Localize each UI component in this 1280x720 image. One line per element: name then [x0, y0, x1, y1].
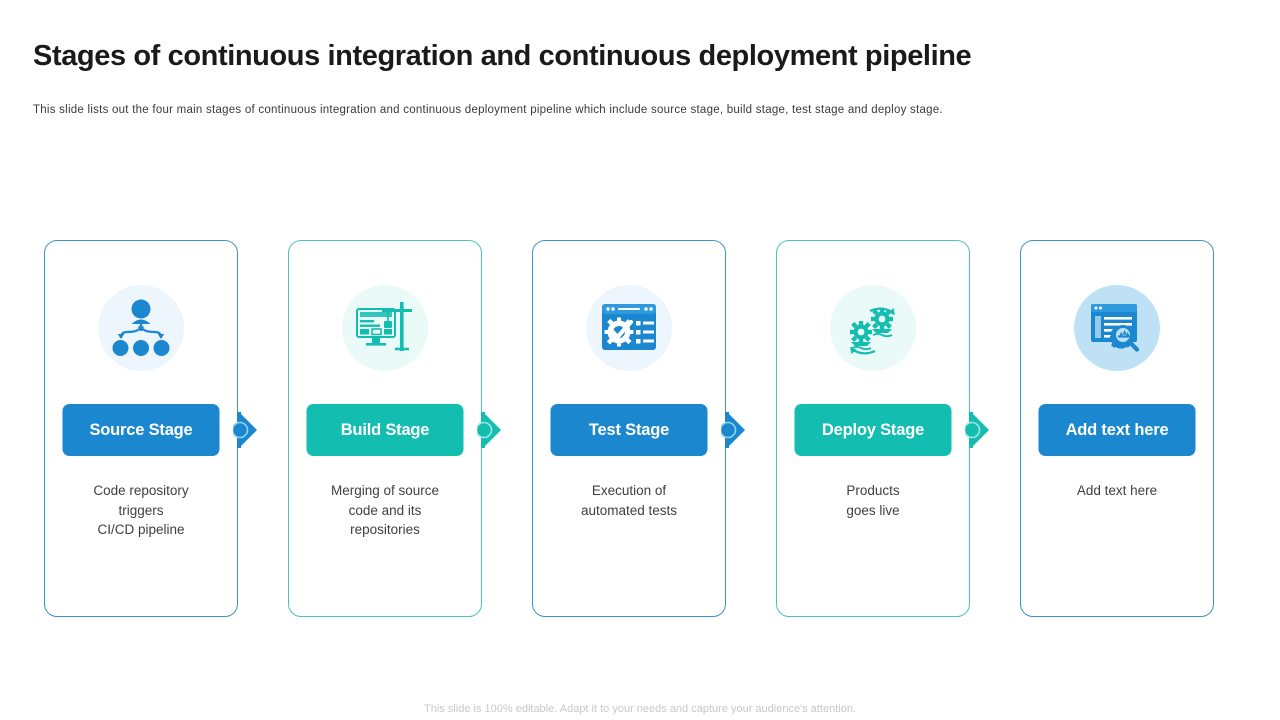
- stage-description-deploy: Products goes live: [846, 483, 900, 518]
- stage-label-text: Build Stage: [340, 420, 430, 439]
- page-title: Stages of continuous integration and con…: [33, 40, 972, 72]
- stage-card-deploy[interactable]: Deploy Stage Products goes live: [776, 240, 970, 617]
- page-subtitle: This slide lists out the four main stage…: [33, 104, 943, 116]
- pipeline-arrow-2: [477, 410, 517, 450]
- stage-card-build[interactable]: Build Stage Merging of source code and i…: [288, 240, 482, 617]
- stage-description-source: Code repository triggers CI/CD pipeline: [93, 483, 189, 537]
- stage-card-test[interactable]: Test Stage Execution of automated tests: [532, 240, 726, 617]
- stage-label-text: Deploy Stage: [821, 420, 925, 439]
- monitor-crane-build-icon: [342, 285, 428, 371]
- stage-pipeline: Source Stage Code repository triggers CI…: [0, 240, 1280, 620]
- pipeline-arrow-1: [233, 410, 273, 450]
- stage-label-deploy[interactable]: Deploy Stage: [794, 404, 952, 456]
- footer-note: This slide is 100% editable. Adapt it to…: [424, 703, 856, 715]
- stage-card-placeholder[interactable]: Add text here Add text here: [1020, 240, 1214, 617]
- stage-label-placeholder[interactable]: Add text here: [1038, 404, 1196, 456]
- gears-rotation-deploy-icon: [830, 285, 916, 371]
- stage-label-test[interactable]: Test Stage: [550, 404, 708, 456]
- stage-description-test: Execution of automated tests: [580, 483, 678, 518]
- browser-gear-checkmark-icon: [586, 285, 672, 371]
- stage-description-placeholder: Add text here: [1076, 483, 1158, 498]
- stage-label-source[interactable]: Source Stage: [62, 404, 220, 456]
- pipeline-arrow-4: [965, 410, 1005, 450]
- stage-card-source[interactable]: Source Stage Code repository triggers CI…: [44, 240, 238, 617]
- pipeline-arrow-3: [721, 410, 761, 450]
- user-branching-nodes-icon: [98, 285, 184, 371]
- stage-description-build: Merging of source code and its repositor…: [330, 483, 440, 537]
- stage-label-build[interactable]: Build Stage: [306, 404, 464, 456]
- stage-label-text: Source Stage: [89, 420, 193, 439]
- stage-label-text: Test Stage: [588, 420, 670, 439]
- stage-label-text: Add text here: [1065, 420, 1169, 439]
- browser-magnifier-review-icon: [1074, 285, 1160, 371]
